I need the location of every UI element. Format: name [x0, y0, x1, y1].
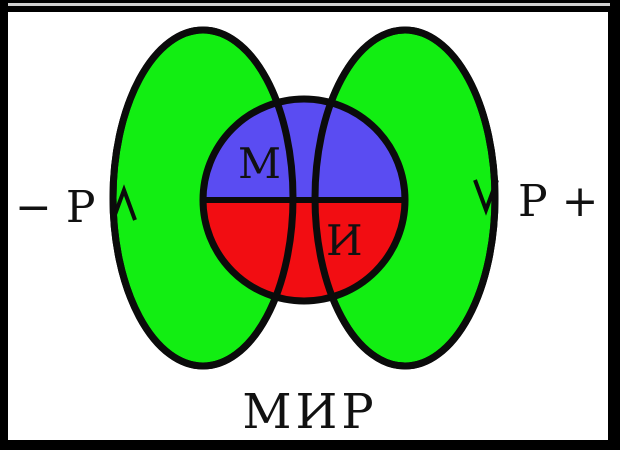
down-arrow-icon: [473, 179, 499, 216]
label-left: − P: [15, 182, 95, 233]
label-quadrant-bottom: И: [326, 216, 363, 265]
top-border-line: [8, 3, 610, 6]
up-arrow-icon: [111, 184, 137, 221]
left-lobe-outline: [109, 26, 297, 370]
caption: МИР: [242, 384, 377, 440]
right-lobe-outline: [311, 26, 499, 370]
label-quadrant-top: М: [238, 139, 281, 188]
label-right: P +: [518, 176, 598, 227]
bottom-half-circle: [203, 200, 405, 301]
top-half-circle: [203, 99, 405, 200]
